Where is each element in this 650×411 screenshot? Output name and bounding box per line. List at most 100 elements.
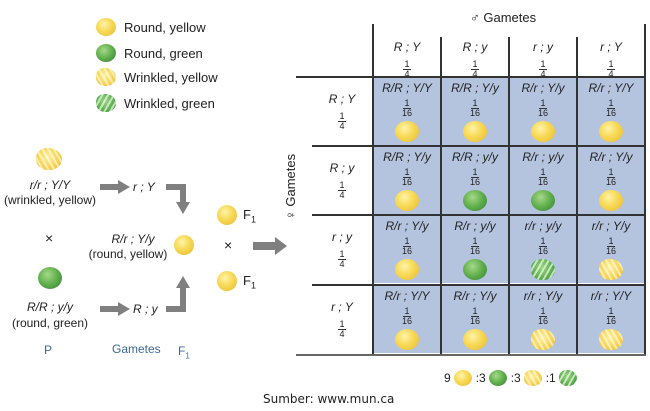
cell-genotype: R/r ; y/y: [522, 150, 564, 164]
f1-label-sub: 1: [250, 280, 256, 291]
pea-round-green-icon: [531, 190, 555, 211]
cell-genotype: R/r ; Y/y: [589, 150, 633, 164]
frac-num: 1: [539, 236, 547, 247]
legend-item-wrinkled-yellow: Wrinkled, yellow: [96, 68, 218, 86]
label-f1-sub: 1: [185, 351, 190, 361]
cell-genotype: R/r ; Y/y: [521, 81, 565, 95]
source-credit: Sumber: www.mun.ca: [263, 392, 395, 406]
frac-den: 4: [339, 190, 345, 200]
f1-pea-icon: [217, 205, 237, 225]
pea-round-yellow-icon: [599, 190, 623, 211]
pea-round-yellow-icon: [395, 121, 419, 142]
f1-genotype: R/r ; Y/y: [111, 232, 155, 246]
cell-genotype: R/R ; Y/y: [451, 81, 499, 95]
row-gamete: r ; Y: [331, 300, 353, 314]
column-gamete: r ; y: [533, 40, 553, 54]
row-gamete: r ; y: [332, 230, 352, 244]
gamete2-label: R ; y: [133, 302, 158, 316]
frac-num: 1: [607, 59, 615, 70]
frac-num: 1: [471, 167, 479, 178]
grid-line: [576, 37, 578, 77]
parent2-pea-icon: [38, 267, 62, 289]
pea-round-yellow-icon: [395, 190, 419, 211]
female-gametes-header: ♀ Gametes: [283, 153, 298, 220]
cell-genotype: R/r ; y/y: [454, 219, 496, 233]
arrow-right-icon: [118, 302, 130, 316]
column-gamete: r ; Y: [600, 40, 622, 54]
frac-num: 1: [338, 319, 346, 330]
parent-cross-symbol: ×: [45, 230, 54, 246]
pea-round-green-icon: [463, 259, 487, 280]
cell-genotype: r/r ; Y/Y: [590, 289, 632, 303]
arrow-shaft: [180, 184, 186, 204]
frac-num: 1: [338, 111, 346, 122]
pea-round-green-icon: [488, 370, 507, 386]
pea-wrinkled-green-icon: [558, 370, 577, 386]
arrow-right-icon: [275, 237, 287, 255]
pea-round-yellow-icon: [395, 329, 419, 350]
frac-den: 4: [472, 69, 478, 79]
grid-line: [576, 77, 578, 355]
f1-cross-symbol: ×: [224, 237, 233, 253]
parent1-phenotype: (wrinkled, yellow): [3, 193, 97, 207]
ratio-count: :3: [475, 371, 486, 385]
label-gametes: Gametes: [112, 342, 161, 356]
cell-genotype: R/R ; Y/y: [383, 150, 431, 164]
pea-round-green-icon: [96, 44, 116, 62]
grid-line: [312, 284, 646, 286]
frac-den: 4: [339, 259, 345, 269]
grid-line: [296, 76, 646, 78]
arrow-up-icon: [176, 276, 190, 288]
parent1-pea-icon: [36, 148, 62, 170]
frac-den: 4: [540, 69, 546, 79]
grid-line: [508, 37, 510, 77]
arrow-shaft: [100, 306, 120, 312]
frac-num: 1: [471, 306, 479, 317]
frac-den: 16: [605, 108, 616, 118]
frac-den: 16: [605, 246, 616, 256]
gamete1-label: r ; Y: [133, 180, 155, 194]
cell-genotype: r/r ; y/y: [524, 219, 562, 233]
cell-genotype: R/R ; y/y: [451, 150, 498, 164]
cell-genotype: R/r ; Y/Y: [384, 289, 430, 303]
frac-num: 1: [403, 306, 411, 317]
frac-num: 1: [539, 98, 547, 109]
frac-num: 1: [338, 180, 346, 191]
label-f1: F1: [178, 344, 190, 360]
frac-num: 1: [471, 59, 479, 70]
grid-line: [372, 24, 374, 355]
f1-label-bottom: F1: [243, 273, 256, 291]
grid-line: [440, 77, 442, 355]
frac-den: 4: [404, 69, 410, 79]
f1-label-top: F1: [243, 207, 256, 225]
arrow-shaft: [253, 242, 277, 250]
cell-genotype: R/R ; Y/Y: [382, 81, 432, 95]
pea-wrinkled-yellow-icon: [531, 329, 555, 350]
